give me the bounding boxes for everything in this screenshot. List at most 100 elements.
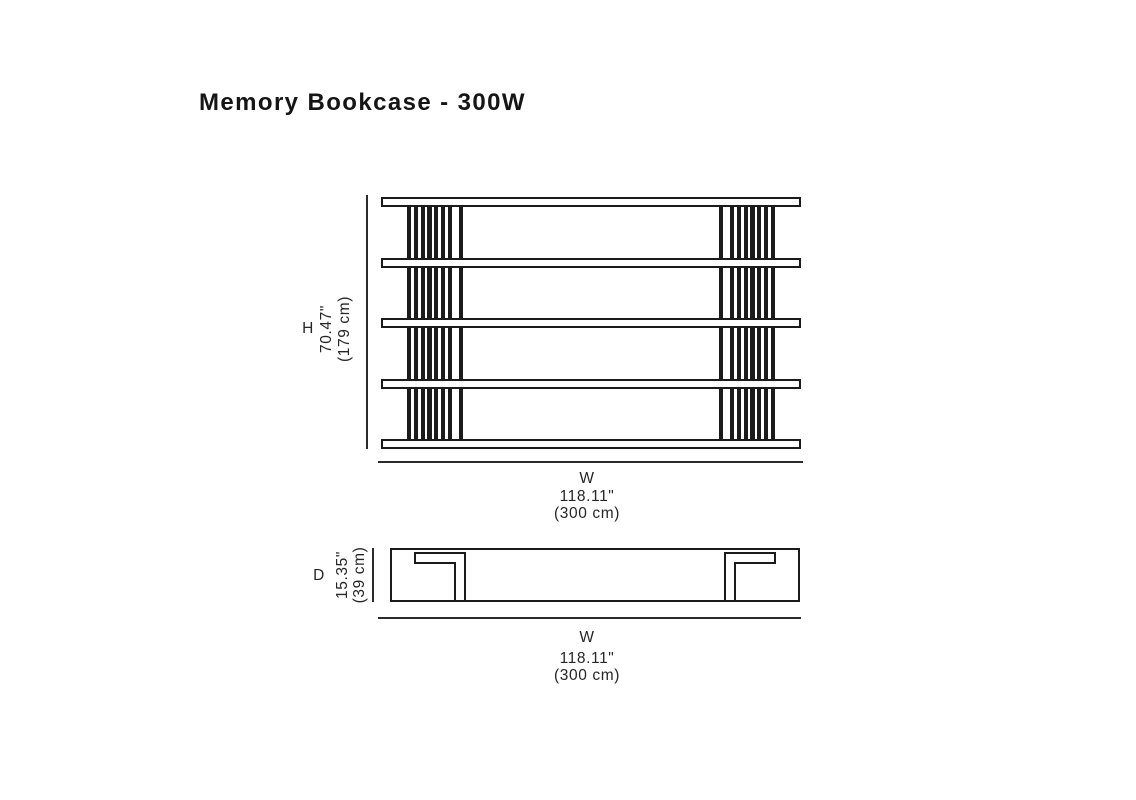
slat-bar (736, 266, 741, 319)
slat-bar (750, 327, 755, 380)
slat-bar (750, 266, 755, 319)
page-title: Memory Bookcase - 300W (199, 89, 526, 116)
slat-bar (763, 327, 769, 380)
front-width-dimension-line (378, 461, 803, 463)
slat-bar (427, 327, 432, 380)
slat-bar (757, 327, 762, 380)
shelf (381, 318, 801, 328)
height-dimension-line (366, 195, 368, 449)
slat-bar (763, 387, 769, 440)
slat-bar (743, 206, 748, 259)
plan-brackets (414, 552, 776, 600)
slat-bar (407, 266, 412, 319)
slat-bar (420, 327, 425, 380)
slat-bar (763, 266, 769, 319)
plan-width-inches-label: 118.11" (559, 649, 615, 667)
left-column-bracket (414, 552, 466, 600)
front-width-cm-label: (300 cm) (554, 505, 620, 522)
slat-bar (427, 387, 432, 440)
plan-width-cm-label: (300 cm) (554, 667, 620, 684)
slat-bar (736, 206, 741, 259)
left-column-upright (459, 327, 463, 380)
slat-section (381, 206, 801, 259)
height-inches-label: 70.47" (318, 305, 335, 353)
slat-bar (757, 387, 762, 440)
left-slat-cluster (407, 387, 452, 440)
slat-bar (770, 206, 775, 259)
slat-bar (730, 266, 735, 319)
slat-bar (440, 387, 446, 440)
slat-bar (407, 327, 412, 380)
slat-bar (420, 387, 425, 440)
slat-bar (447, 266, 452, 319)
left-column-upright (459, 206, 463, 259)
slat-bar (730, 327, 735, 380)
height-axis-label: H (302, 320, 314, 337)
slat-bar (427, 266, 432, 319)
slat-bar (420, 266, 425, 319)
right-slat-cluster (730, 327, 775, 380)
right-slat-cluster (730, 266, 775, 319)
depth-dimension-line (372, 548, 374, 602)
slat-bar (440, 327, 446, 380)
right-slat-cluster (730, 387, 775, 440)
plan-width-axis-label: W (579, 629, 595, 646)
slat-bar (770, 387, 775, 440)
slat-bar (770, 266, 775, 319)
depth-inches-label: 15.35" (334, 551, 351, 599)
front-width-axis-label: W (579, 470, 595, 487)
left-column-upright (459, 387, 463, 440)
slat-bar (420, 206, 425, 259)
right-column-upright (719, 387, 723, 440)
top-view-drawing (390, 548, 800, 602)
slat-bar (736, 387, 741, 440)
right-column-upright (719, 266, 723, 319)
slat-bar (750, 206, 755, 259)
slat-section (381, 387, 801, 440)
left-slat-cluster (407, 327, 452, 380)
slat-bar (743, 266, 748, 319)
height-cm-label: (179 cm) (336, 296, 353, 362)
front-width-inches-label: 118.11" (559, 487, 615, 505)
slat-bar (434, 387, 439, 440)
front-width-label-group: W 118.11" (300 cm) (487, 470, 687, 523)
right-column-upright (719, 327, 723, 380)
slat-bar (757, 206, 762, 259)
slat-bar (730, 387, 735, 440)
slat-bar (434, 206, 439, 259)
slat-bar (407, 206, 412, 259)
front-view-drawing (381, 197, 801, 449)
slat-bar (427, 206, 432, 259)
slat-bar (413, 387, 418, 440)
depth-cm-label: (39 cm) (351, 546, 368, 604)
slat-bar (730, 206, 735, 259)
plan-width-dimension-line (378, 617, 801, 619)
slat-bar (757, 266, 762, 319)
slat-section (381, 327, 801, 380)
slat-bar (434, 327, 439, 380)
shelf (381, 257, 801, 268)
right-slat-cluster (730, 206, 775, 259)
left-slat-cluster (407, 206, 452, 259)
shelf (381, 378, 801, 389)
right-column-upright (719, 206, 723, 259)
slat-bar (743, 327, 748, 380)
slat-bar (413, 327, 418, 380)
depth-axis-label: D (313, 567, 325, 584)
slat-bar (440, 266, 446, 319)
slat-bar (447, 327, 452, 380)
slat-bar (763, 206, 769, 259)
slat-bar (736, 327, 741, 380)
slat-bar (413, 266, 418, 319)
slat-bar (770, 327, 775, 380)
shelf (381, 439, 801, 449)
shelf (381, 197, 801, 207)
left-column-upright (459, 266, 463, 319)
slat-bar (440, 206, 446, 259)
slat-bar (447, 387, 452, 440)
left-slat-cluster (407, 266, 452, 319)
slat-bar (750, 387, 755, 440)
slat-bar (407, 387, 412, 440)
right-column-bracket (724, 552, 776, 600)
slat-bar (413, 206, 418, 259)
